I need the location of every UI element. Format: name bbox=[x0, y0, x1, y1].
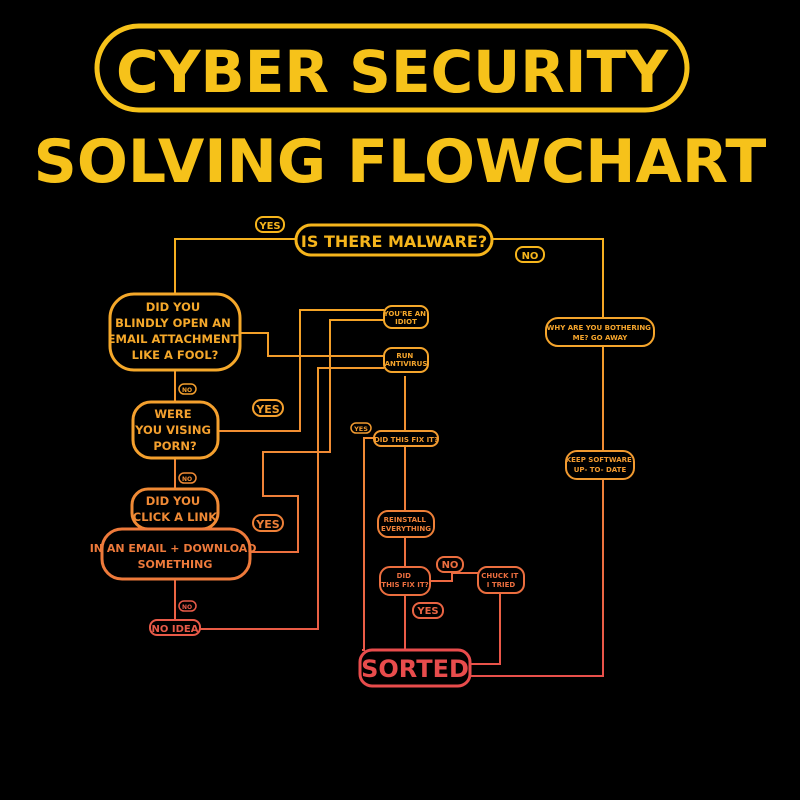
svg-text:DID THIS FIX IT?: DID THIS FIX IT? bbox=[381, 572, 428, 589]
svg-text:NO: NO bbox=[182, 387, 192, 394]
label-yes-fix-1: YES bbox=[350, 422, 372, 434]
label-no-attachment: NO bbox=[178, 383, 197, 395]
label-no-malware: NO bbox=[515, 246, 545, 263]
node-download: IN AN EMAIL + DOWNLOAD SOMETHING bbox=[90, 527, 261, 581]
connector-lines bbox=[174, 238, 604, 677]
svg-text:NO: NO bbox=[182, 476, 192, 483]
node-antivirus: RUN ANTIVIRUS bbox=[383, 347, 429, 373]
node-update: KEEP SOFTWARE UP- TO- DATE bbox=[565, 450, 635, 480]
label-no-fix-2: NO bbox=[436, 556, 464, 573]
svg-text:NO: NO bbox=[442, 560, 459, 571]
svg-text:DID YOU CLICK A LINK: DID YOU CLICK A LINK bbox=[133, 494, 219, 524]
label-yes-malware: YES bbox=[255, 216, 285, 233]
node-bothering: WHY ARE YOU BOTHERING ME? GO AWAY bbox=[545, 317, 655, 347]
svg-text:DID YOU BLINDLY OPEN AN: DID YOU BLINDLY OPEN AN EMAIL ATTACHMENT… bbox=[108, 300, 243, 362]
svg-text:SORTED: SORTED bbox=[361, 655, 469, 683]
yes-no-labels: YES NO NO YES NO YES NO YES bbox=[178, 216, 545, 619]
label-yes-porn: YES bbox=[252, 399, 284, 417]
svg-text:YOU'RE AN IDIOT: YOU'RE AN IDIOT bbox=[383, 310, 429, 326]
svg-text:NO: NO bbox=[182, 604, 192, 611]
svg-text:YES: YES bbox=[353, 425, 368, 433]
svg-text:IN AN EMAIL + DOWNLOAD S: IN AN EMAIL + DOWNLOAD SOMETHING bbox=[90, 542, 261, 571]
svg-text:YES: YES bbox=[416, 606, 438, 617]
node-fix-1: DID THIS FIX IT? bbox=[373, 430, 439, 447]
node-idiot: YOU'RE AN IDIOT bbox=[383, 305, 429, 329]
title-line-1: CYBER SECURITY bbox=[116, 38, 669, 106]
label-no-click: NO bbox=[178, 600, 197, 612]
svg-text:YES: YES bbox=[258, 221, 280, 232]
svg-text:NO: NO bbox=[522, 251, 539, 262]
svg-text:YES: YES bbox=[255, 403, 279, 416]
svg-text:DID THIS FIX IT?: DID THIS FIX IT? bbox=[374, 436, 438, 444]
node-porn: WERE YOU VISING PORN? bbox=[131, 400, 220, 460]
svg-text:WERE YOU VISING PO: WERE YOU VISING PORN? bbox=[134, 407, 215, 453]
node-chuck-it: CHUCK IT I TRIED bbox=[477, 566, 525, 594]
title-line-2: SOLVING FLOWCHART bbox=[34, 127, 767, 197]
node-no-idea: NO IDEA bbox=[149, 619, 201, 636]
node-email-attachment: DID YOU BLINDLY OPEN AN EMAIL ATTACHMENT… bbox=[108, 292, 243, 372]
label-yes-fix-2: YES bbox=[412, 602, 444, 619]
node-click-link: DID YOU CLICK A LINK bbox=[130, 487, 220, 531]
label-no-porn: NO bbox=[178, 472, 197, 484]
svg-text:WHY ARE YOU BOTHERING ME: WHY ARE YOU BOTHERING ME? GO AWAY bbox=[547, 324, 654, 342]
node-sorted: SORTED bbox=[358, 648, 472, 688]
svg-text:KEEP SOFTWARE UP- TO- DA: KEEP SOFTWARE UP- TO- DATE bbox=[566, 456, 635, 474]
node-reinstall: REINSTALL EVERYTHING bbox=[377, 510, 435, 538]
node-malware: IS THERE MALWARE? bbox=[294, 223, 494, 257]
title-block: CYBER SECURITY SOLVING FLOWCHART bbox=[34, 23, 767, 197]
svg-text:RUN ANTIVIRUS: RUN ANTIVIRUS bbox=[385, 352, 428, 368]
svg-text:REINSTALL EVERYTHING: REINSTALL EVERYTHING bbox=[381, 516, 431, 533]
svg-text:CHUCK IT I TRIED: CHUCK IT I TRIED bbox=[481, 572, 521, 589]
svg-text:NO IDEA: NO IDEA bbox=[152, 624, 199, 635]
svg-text:IS THERE MALWARE?: IS THERE MALWARE? bbox=[301, 232, 487, 251]
svg-text:YES: YES bbox=[255, 518, 279, 531]
label-yes-click: YES bbox=[252, 514, 284, 532]
title-pill-frame bbox=[94, 23, 690, 113]
node-fix-2: DID THIS FIX IT? bbox=[379, 566, 431, 596]
